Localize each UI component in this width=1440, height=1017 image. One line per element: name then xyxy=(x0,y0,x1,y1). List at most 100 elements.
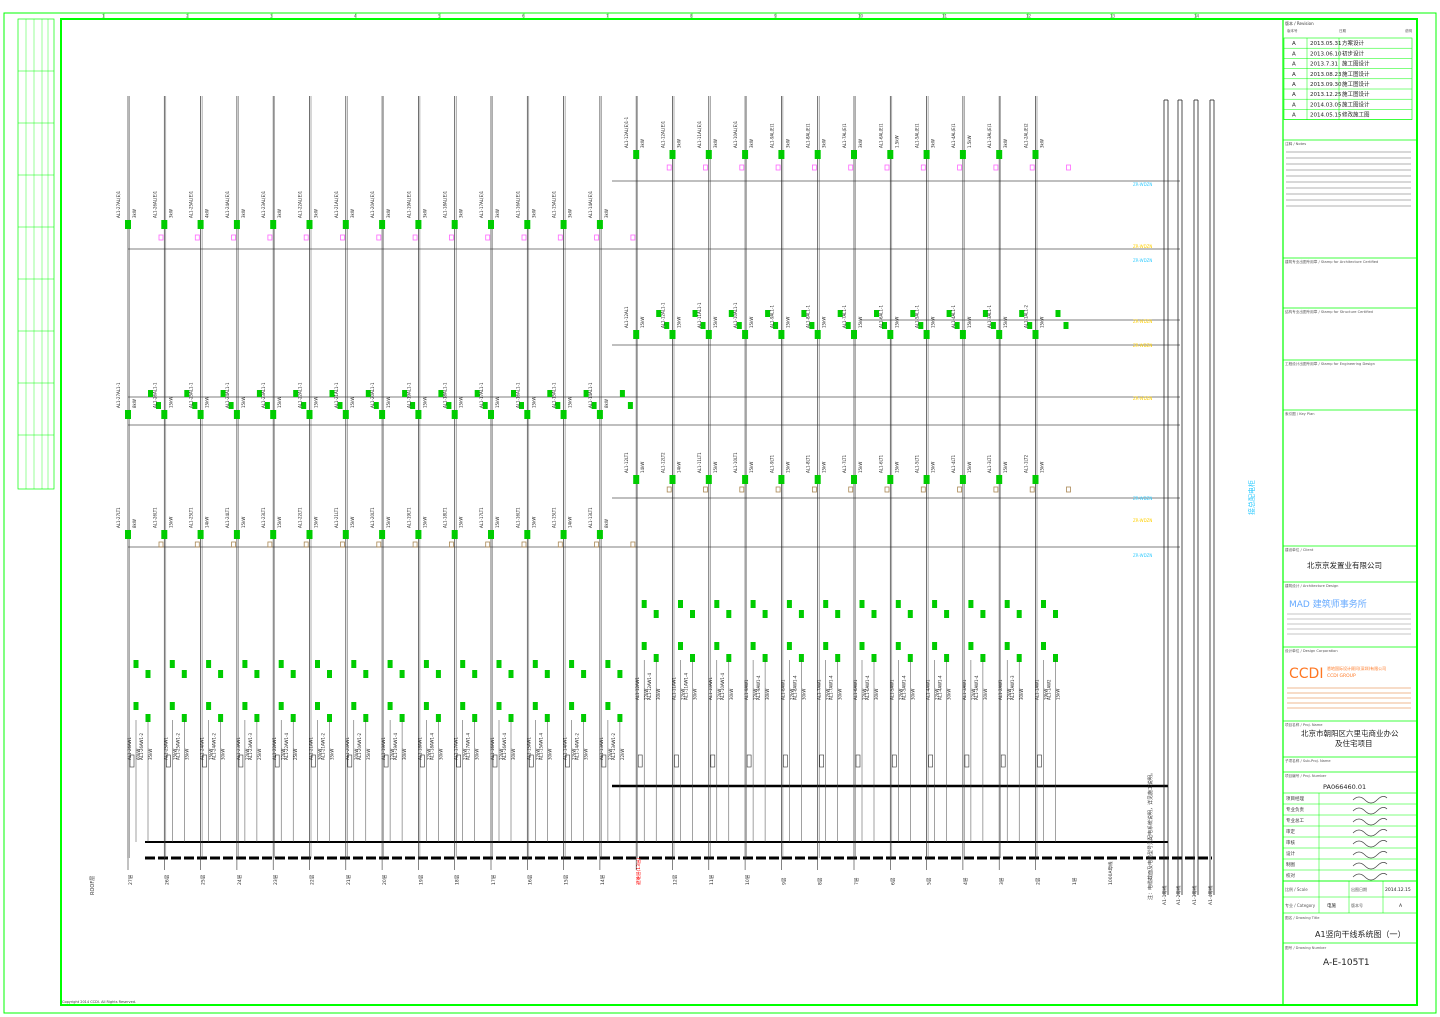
floor-label: 26层 xyxy=(164,874,170,885)
mid-box-label: AL1-4AL1-1 xyxy=(951,305,956,328)
meter-box xyxy=(492,754,498,768)
feeder-label: AL1-21AW1-2 xyxy=(321,732,326,760)
low-box-kw: 15kW xyxy=(858,462,863,473)
top-box-kw: 3kW xyxy=(677,139,682,148)
rev-date: 2013.12.25 xyxy=(1310,92,1342,98)
top-box-label: AL1-8AL(E)1 xyxy=(806,123,811,148)
low-box-mark xyxy=(669,475,676,484)
low-box-label: AL1-5LT1 xyxy=(915,454,920,473)
feeder-mark xyxy=(145,714,151,722)
meter-box xyxy=(565,754,570,768)
mid-box-mark xyxy=(125,410,131,419)
role-label: 校对 xyxy=(1286,872,1295,879)
top-box-kw: 1.5kW xyxy=(967,135,972,148)
mid-box-kw: 15kW xyxy=(822,317,827,328)
low-box-label: AL1-22LT1 xyxy=(298,507,303,528)
mid-box-mark xyxy=(451,410,458,419)
top-box-label: AL1-4AL(E)1 xyxy=(951,123,956,148)
mid-box-mark xyxy=(233,410,240,419)
ruler-number: 8 xyxy=(690,14,693,19)
breaker-tan xyxy=(158,541,164,548)
floor-label: 4层 xyxy=(963,877,969,885)
cyan-note: 接总配电柜 xyxy=(1247,480,1256,515)
signature xyxy=(1352,796,1388,804)
feeder-mark xyxy=(1016,610,1022,618)
feeder-kw: 30kW xyxy=(656,689,661,700)
ruler-number: 5 xyxy=(438,14,441,19)
feeder-mark xyxy=(315,660,320,668)
feeder-mark xyxy=(327,670,332,678)
floor-label: 15层 xyxy=(564,874,570,885)
top-box-kw: 3kW xyxy=(531,209,536,218)
top-box-kw: 4kW xyxy=(205,209,210,218)
mid-box-mark-2 xyxy=(293,390,299,397)
floor-label: 12层 xyxy=(673,874,679,885)
floor-label: 9层 xyxy=(781,877,787,885)
category-label: 专业 / Category xyxy=(1285,902,1316,908)
rev-version: A xyxy=(1292,72,1296,78)
mid-box-kw: 15kW xyxy=(495,397,500,408)
feeder-mark xyxy=(254,714,260,722)
meter-box xyxy=(964,754,970,768)
feeder-mark xyxy=(508,670,514,678)
breaker-magenta xyxy=(448,234,454,241)
breaker-tan xyxy=(812,486,817,493)
top-box-label: AL1-11AL(E)1 xyxy=(697,120,702,148)
inner-frame xyxy=(60,18,1418,1006)
top-box-label: AL1-27AL(E)1 xyxy=(116,190,121,218)
feeder-mark xyxy=(605,702,611,710)
rev-date: 2013.08.23 xyxy=(1310,72,1342,78)
version-label: 版本号 xyxy=(1351,902,1363,908)
top-box-label: AL1-21AL(E)1 xyxy=(334,190,339,218)
top-box-label: AL1-15AL(E)1 xyxy=(552,190,557,218)
floor-label: 避难层(13层) xyxy=(635,858,642,885)
drawing-number-label: 图号 / Drawing Number xyxy=(1285,945,1327,950)
feeder-mark xyxy=(145,670,151,678)
breaker-tan xyxy=(231,541,237,548)
feeder-label: AL1-7AW1 xyxy=(817,679,822,700)
top-box-mark xyxy=(270,220,277,229)
floor-label: 8层 xyxy=(818,877,824,885)
roof-label: ROOF层 xyxy=(90,876,96,895)
mid-box-mark-3 xyxy=(882,322,887,329)
low-box-kw: 15kW xyxy=(967,462,972,473)
feeder-mark xyxy=(435,670,441,678)
feeder-mark xyxy=(544,714,550,722)
breaker-magenta xyxy=(739,164,745,171)
top-box-kw: 3kW xyxy=(713,139,718,148)
breaker-magenta xyxy=(703,164,708,171)
meter-box xyxy=(819,754,825,768)
feeder-kw: 30kW xyxy=(1019,689,1024,700)
feeder-mark xyxy=(460,660,466,668)
feeder-kw: 19kW xyxy=(1044,689,1049,700)
mid-box-kw: 15kW xyxy=(894,317,899,328)
low-box-label: AL1-20LT1 xyxy=(370,507,375,528)
feeder-mark xyxy=(387,660,393,668)
breaker-tan xyxy=(340,541,345,548)
mid-box-mark-3 xyxy=(990,322,996,329)
low-box-kw: 15kW xyxy=(1040,462,1045,473)
breaker-magenta xyxy=(812,164,817,171)
feeder-mark xyxy=(968,642,974,650)
mid-box-label: AL1-12AL1-1 xyxy=(661,302,666,328)
breaker-tan xyxy=(775,486,781,493)
breaker-magenta xyxy=(666,164,672,171)
mid-box-kw: 15kW xyxy=(277,397,282,408)
breaker-magenta xyxy=(920,164,926,171)
feeder-mark xyxy=(859,642,865,650)
feeder-mark xyxy=(218,670,224,678)
feeder-kw: 30kW xyxy=(547,749,552,760)
feeder-mark xyxy=(641,600,647,608)
feeder-kw: 22kW xyxy=(499,749,504,760)
low-box-mark xyxy=(996,475,1003,484)
ruler-number: 14 xyxy=(1194,14,1200,19)
rev-version: A xyxy=(1292,51,1296,57)
feeder-label: AL1-19AW1-4 xyxy=(393,732,398,760)
